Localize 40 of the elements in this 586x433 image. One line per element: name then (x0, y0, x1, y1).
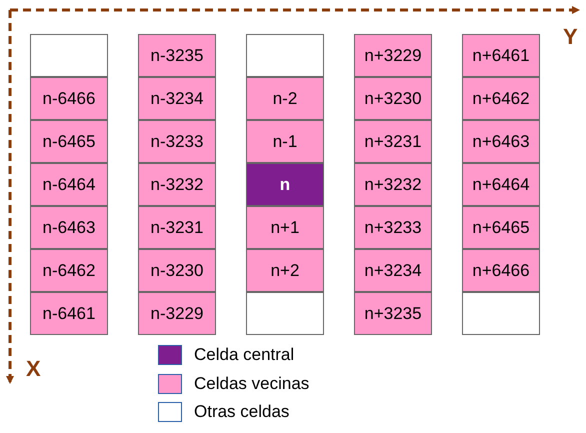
cell: n-3230 (138, 249, 216, 292)
cell: n+3231 (354, 120, 432, 163)
cell: n-1 (246, 120, 324, 163)
cell: n+6464 (462, 163, 540, 206)
cell: n+3230 (354, 77, 432, 120)
cell: n (246, 163, 324, 206)
cell: n+3233 (354, 206, 432, 249)
cell: n+1 (246, 206, 324, 249)
cell: n+2 (246, 249, 324, 292)
cell: n+3229 (354, 34, 432, 77)
cell: n+6461 (462, 34, 540, 77)
cell: n+6465 (462, 206, 540, 249)
cell: n+6463 (462, 120, 540, 163)
empty-cell (246, 292, 324, 335)
cell: n-2 (246, 77, 324, 120)
empty-cell (462, 292, 540, 335)
legend-label: Celdas vecinas (194, 374, 310, 394)
cell: n-6462 (30, 249, 108, 292)
empty-cell (30, 34, 108, 77)
cell: n-3231 (138, 206, 216, 249)
cell: n-6465 (30, 120, 108, 163)
cell: n-6466 (30, 77, 108, 120)
cell: n-6464 (30, 163, 108, 206)
cell: n+6466 (462, 249, 540, 292)
cell: n-3229 (138, 292, 216, 335)
axis-label: Y (563, 24, 578, 50)
cell: n-6463 (30, 206, 108, 249)
axis-label: X (26, 356, 41, 382)
legend-label: Celda central (194, 345, 294, 365)
cell: n-3235 (138, 34, 216, 77)
cell: n-3232 (138, 163, 216, 206)
cell: n-3233 (138, 120, 216, 163)
cell: n-6461 (30, 292, 108, 335)
cell: n+3232 (354, 163, 432, 206)
cell: n+6462 (462, 77, 540, 120)
cell: n+3234 (354, 249, 432, 292)
cell: n-3234 (138, 77, 216, 120)
empty-cell (246, 34, 324, 77)
legend-label: Otras celdas (194, 402, 290, 422)
cell: n+3235 (354, 292, 432, 335)
